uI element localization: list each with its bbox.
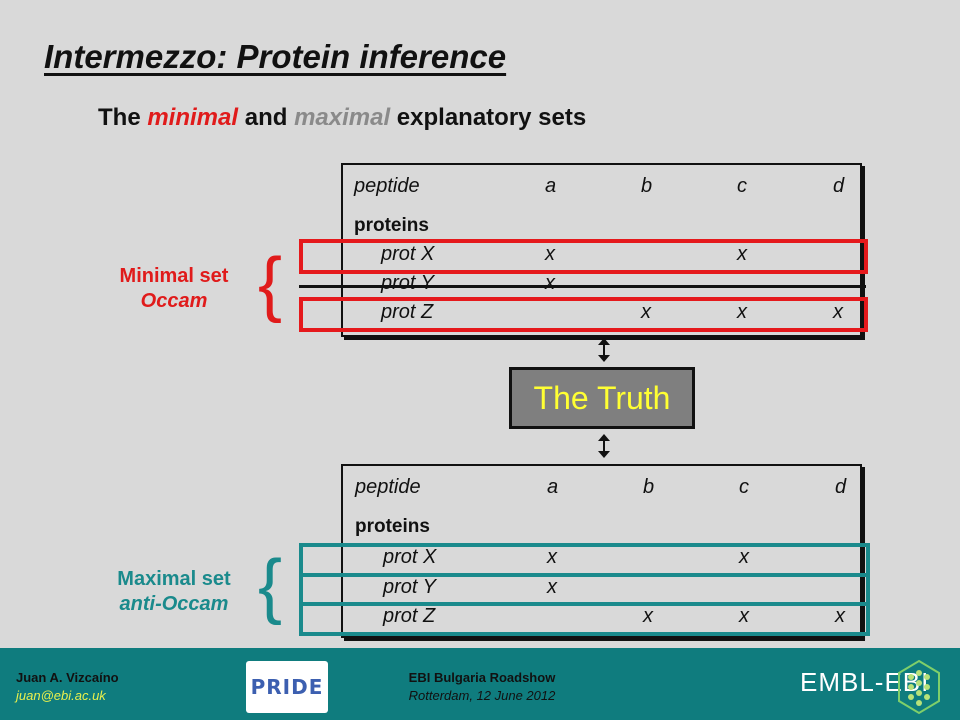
pride-logo: PRIDE: [246, 661, 328, 713]
subtitle-middle: and: [238, 104, 295, 131]
minimal-set-label: Minimal set Occam: [94, 264, 254, 314]
cell-y-a: x: [547, 576, 557, 598]
column-d: d: [835, 476, 847, 498]
row-prot-z: prot Z: [383, 605, 436, 627]
row-prot-x: prot X: [383, 546, 437, 568]
embl-ebi-logo-text: EMBL-EBI: [800, 667, 930, 697]
column-c: c: [739, 476, 749, 498]
cell-x-c: x: [739, 546, 749, 568]
embl-ebi-logo-icon: [898, 659, 940, 715]
row-prot-x: prot X: [381, 243, 435, 265]
maximal-set-table: peptide a b c d proteins prot X x x prot…: [341, 464, 862, 638]
maximal-set-brace: {: [258, 546, 283, 626]
presenter-email[interactable]: juan@ebi.ac.uk: [16, 688, 106, 703]
prot-y-strike-line: [299, 285, 866, 288]
minimal-highlight-prot-x: [299, 239, 868, 274]
minimal-set-table: peptide a b c d proteins prot X x x prot…: [341, 163, 862, 337]
subtitle-maximal: maximal: [294, 104, 391, 131]
row-prot-y: prot Y: [381, 272, 434, 294]
cell-z-d: x: [835, 605, 845, 627]
peptide-header: peptide: [354, 175, 420, 197]
minimal-set-brace: {: [258, 244, 283, 324]
cell-y-a: x: [545, 272, 555, 294]
peptide-header: peptide: [355, 476, 421, 498]
cell-z-b: x: [643, 605, 653, 627]
subtitle-suffix: explanatory sets: [390, 104, 587, 131]
minimal-highlight-prot-z: [299, 297, 868, 332]
column-b: b: [643, 476, 655, 498]
cell-z-d: x: [833, 301, 843, 323]
minimal-set-title: Minimal set: [119, 265, 229, 287]
proteins-label: proteins: [355, 516, 430, 537]
cell-x-a: x: [545, 243, 555, 265]
event-name: EBI Bulgaria Roadshow: [408, 670, 556, 685]
cell-x-c: x: [737, 243, 747, 265]
column-b: b: [641, 175, 653, 197]
column-a: a: [547, 476, 559, 498]
presenter-name: Juan A. Vizcaíno: [16, 670, 119, 685]
footer-bar: Juan A. Vizcaíno juan@ebi.ac.uk EBI Bulg…: [0, 648, 960, 720]
double-arrow-icon: [598, 434, 610, 458]
truth-box: The Truth: [509, 367, 695, 429]
cell-z-b: x: [641, 301, 651, 323]
column-a: a: [545, 175, 557, 197]
maximal-set-title: Maximal set: [117, 568, 231, 590]
maximal-highlight-prot-z: [299, 602, 870, 636]
proteins-label: proteins: [354, 215, 429, 236]
cell-z-c: x: [737, 301, 747, 323]
cell-z-c: x: [739, 605, 749, 627]
maximal-highlight-prot-x: [299, 543, 870, 577]
subtitle-minimal: minimal: [147, 104, 239, 131]
cell-x-a: x: [547, 546, 557, 568]
maximal-set-subtitle: anti-Occam: [119, 593, 229, 615]
subtitle-prefix: The: [98, 104, 148, 131]
double-arrow-icon: [598, 338, 610, 362]
minimal-set-subtitle: Occam: [140, 290, 208, 312]
column-c: c: [737, 175, 747, 197]
event-place-date: Rotterdam, 12 June 2012: [408, 688, 556, 703]
slide-subtitle: The minimal and maximal explanatory sets: [98, 104, 586, 132]
pride-logo-text: PRIDE: [250, 675, 324, 699]
column-d: d: [833, 175, 845, 197]
row-prot-z: prot Z: [381, 301, 434, 323]
maximal-set-label: Maximal set anti-Occam: [94, 567, 254, 617]
slide-title: Intermezzo: Protein inference: [44, 38, 507, 75]
row-prot-y: prot Y: [383, 576, 436, 598]
